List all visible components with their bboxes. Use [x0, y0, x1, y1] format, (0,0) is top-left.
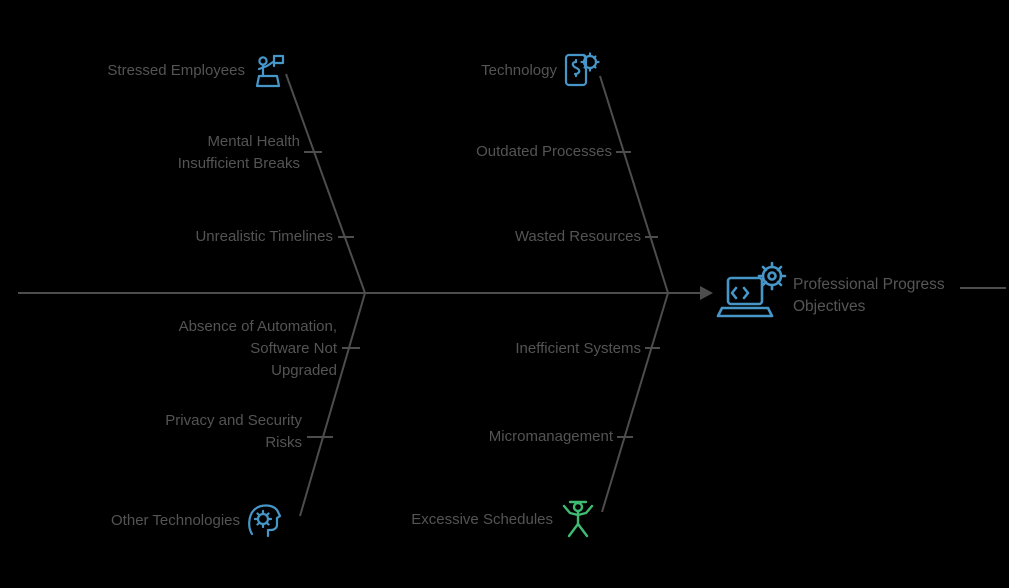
- person-raised-arms-icon: [556, 496, 600, 545]
- bone-top-right: [599, 75, 669, 294]
- cause-label: Absence of Automation, Software Not Upgr…: [179, 316, 337, 382]
- person-presentation-icon: [250, 52, 288, 95]
- cause-line: Insufficient Breaks: [177, 155, 300, 172]
- bone-top-left: [285, 73, 366, 294]
- cause-line: Software Not: [250, 340, 337, 357]
- cause-line: Wasted Resources: [514, 228, 641, 245]
- cause-line: Absence of Automation,: [178, 318, 337, 335]
- cause-label: Unrealistic Timelines: [195, 226, 333, 248]
- cause-label: Outdated Processes: [476, 141, 612, 163]
- head-gear-icon: [244, 500, 286, 547]
- cause-line: Privacy and Security: [165, 412, 302, 429]
- cause-line: Inefficient Systems: [515, 340, 641, 357]
- spine-arrow: [700, 286, 713, 300]
- cause-label: Micromanagement: [489, 426, 613, 448]
- category-label-excessive-schedules: Excessive Schedules: [411, 511, 553, 528]
- cause-label: Inefficient Systems: [515, 338, 641, 360]
- category-label-other-technologies: Other Technologies: [111, 512, 240, 529]
- cause-line: Micromanagement: [488, 428, 613, 445]
- category-label-technology: Technology: [481, 62, 557, 79]
- cause-line: Risks: [265, 434, 302, 451]
- problem-line-2: Objectives: [793, 298, 866, 315]
- cause-line: Mental Health: [207, 133, 300, 150]
- cause-label: Wasted Resources: [515, 226, 641, 248]
- cause-line: Unrealistic Timelines: [195, 228, 333, 245]
- cause-label: Mental Health Insufficient Breaks: [178, 131, 300, 175]
- laptop-gear-icon: [716, 260, 790, 329]
- cause-line: Outdated Processes: [476, 143, 612, 160]
- problem-line-1: Professional Progress: [793, 276, 945, 293]
- bone-bottom-right: [601, 292, 669, 513]
- cause-label: Privacy and Security Risks: [165, 410, 302, 454]
- cause-line: Upgraded: [271, 362, 337, 379]
- problem-statement: Professional Progress Objectives: [793, 274, 945, 318]
- device-gear-icon: [560, 50, 602, 97]
- category-label-stressed-employees: Stressed Employees: [107, 62, 245, 79]
